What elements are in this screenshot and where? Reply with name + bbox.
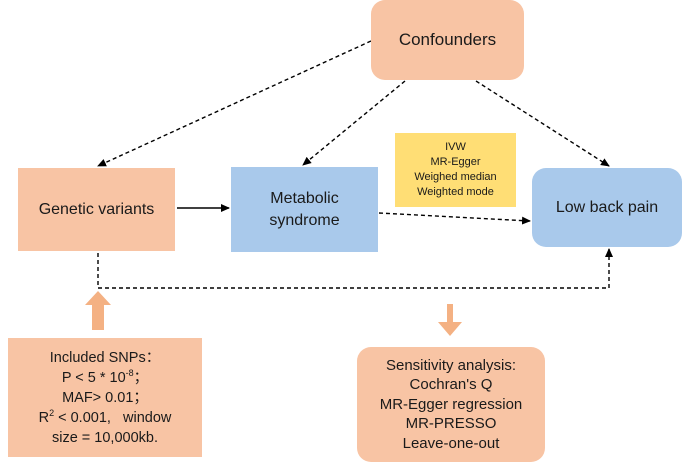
- arrow-confounders-to-lbp: [475, 80, 610, 167]
- orange-up-arrow: [85, 291, 111, 330]
- sensitivity-mr-presso: MR-PRESSO: [405, 415, 497, 433]
- arrow-confounders-to-metabolic: [302, 80, 406, 166]
- snps-maf: MAF> 0.01；: [62, 389, 148, 406]
- method-mr-egger: MR-Egger: [430, 156, 481, 168]
- metabolic-syndrome-label-line1: Metabolic: [270, 189, 339, 207]
- low-back-pain-node: Low back pain: [532, 168, 682, 247]
- mr-methods-box: IVW MR-Egger Weighed median Weighted mod…: [395, 133, 516, 207]
- metabolic-syndrome-node: Metabolic syndrome: [231, 167, 378, 252]
- low-back-pain-label: Low back pain: [555, 198, 659, 216]
- arrow-genetic-to-lbp: [97, 248, 613, 289]
- snps-r2-window: R2 < 0.001, window: [38, 407, 172, 426]
- sensitivity-cochrans-q: Cochran's Q: [409, 376, 493, 394]
- method-ivw: IVW: [445, 141, 466, 153]
- metabolic-syndrome-label-line2: syndrome: [269, 211, 340, 229]
- snps-p-threshold: P < 5 * 10-8；: [61, 367, 149, 386]
- included-snps-box: Included SNPs： P < 5 * 10-8； MAF> 0.01； …: [8, 338, 202, 457]
- p-exponent: -8: [125, 367, 134, 378]
- genetic-variants-node: Genetic variants: [18, 168, 175, 251]
- confounders-node: Confounders: [371, 0, 524, 80]
- method-weighted-mode: Weighted mode: [417, 186, 494, 198]
- sensitivity-leave-one-out: Leave-one-out: [402, 434, 500, 452]
- orange-down-arrow: [438, 304, 462, 336]
- snps-window-size: size = 10,000kb.: [51, 429, 158, 446]
- snps-title: Included SNPs：: [49, 349, 161, 366]
- arrow-metabolic-to-lbp: [378, 212, 531, 225]
- sensitivity-title: Sensitivity analysis:: [385, 356, 517, 374]
- confounders-label: Confounders: [398, 30, 497, 49]
- sensitivity-mr-egger-regression: MR-Egger regression: [379, 395, 523, 413]
- method-weighed-median: Weighed median: [414, 171, 497, 183]
- arrow-confounders-to-genetic: [97, 40, 372, 167]
- r-exponent: 2: [49, 407, 55, 418]
- genetic-variants-label: Genetic variants: [38, 200, 155, 218]
- sensitivity-analysis-box: Sensitivity analysis: Cochran's Q MR-Egg…: [357, 347, 545, 462]
